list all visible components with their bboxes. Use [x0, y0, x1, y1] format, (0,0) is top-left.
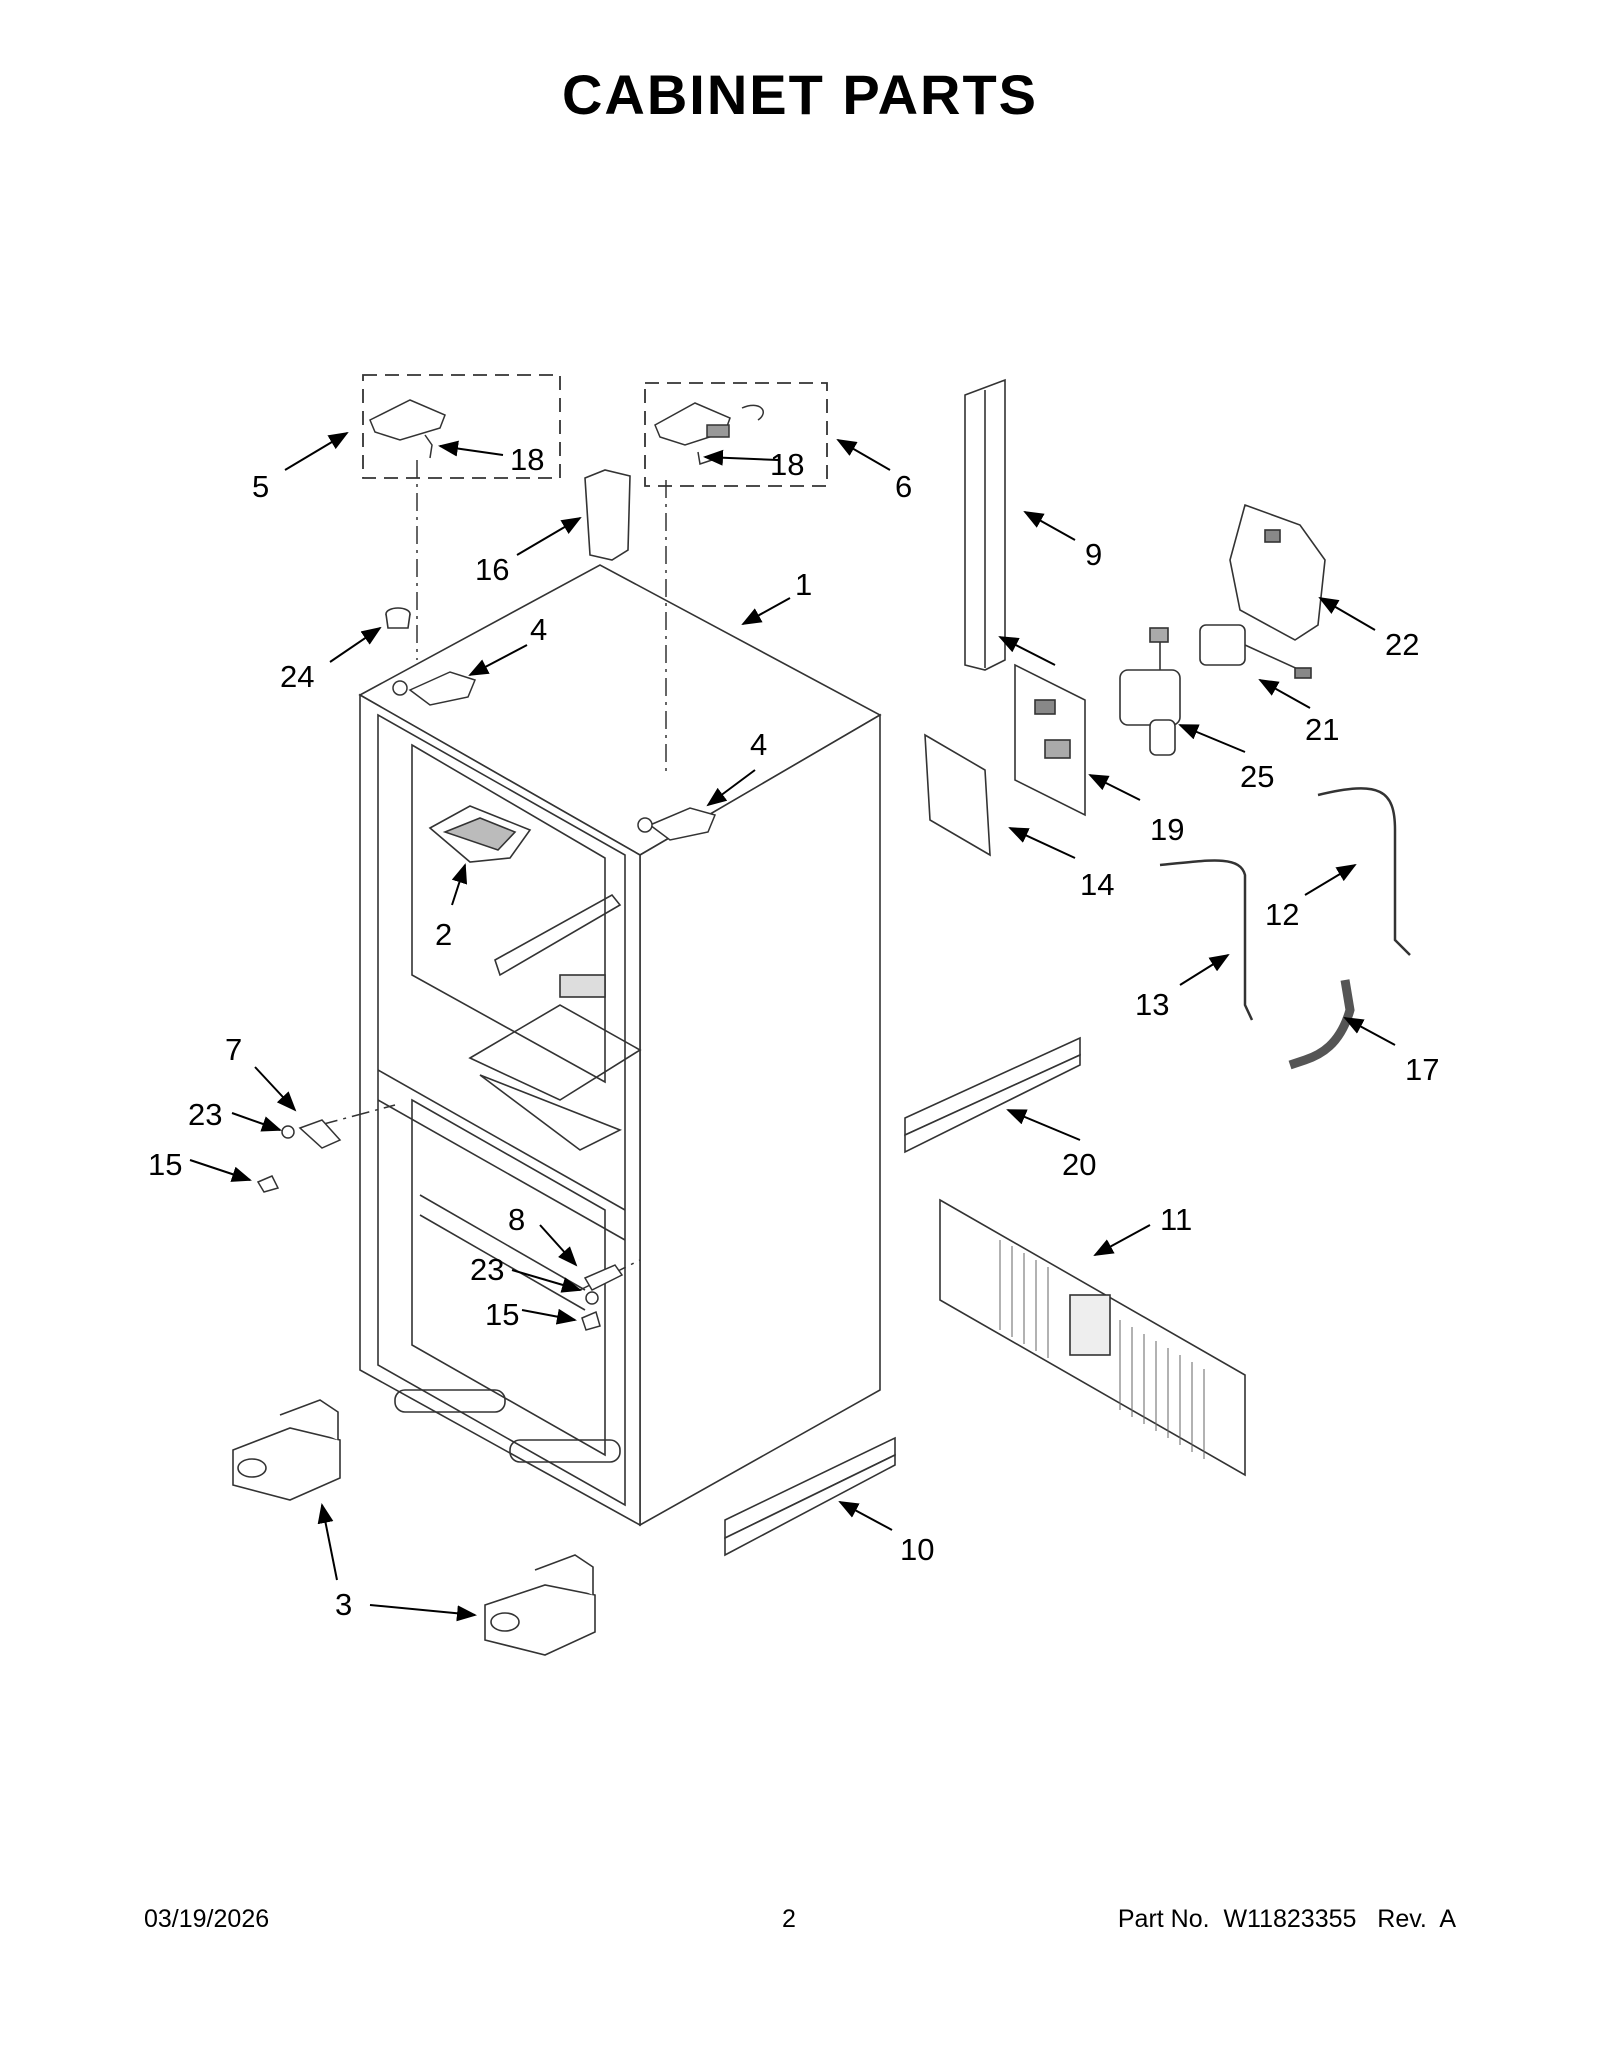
- callout-15a: 15: [148, 1147, 182, 1182]
- top-hinge-center: [637, 807, 717, 841]
- callout-2: 2: [435, 917, 452, 952]
- middle-hinge-left: [256, 1119, 342, 1193]
- water-valve-lower: [1119, 627, 1181, 756]
- trim-strip-upper: [904, 1036, 1081, 1154]
- rear-access-panel: [939, 1198, 1246, 1477]
- middle-hinge-center: [581, 1264, 624, 1331]
- plug: [385, 607, 411, 629]
- callout-15b: 15: [485, 1297, 519, 1332]
- callout-13: 13: [1135, 987, 1169, 1022]
- callout-9: 9: [1085, 537, 1102, 572]
- leveling-leg-lower: [484, 1554, 596, 1656]
- water-tubes: [1159, 787, 1411, 1070]
- callout-18a: 18: [510, 442, 544, 477]
- water-valve-upper: [1199, 624, 1312, 679]
- top-hinge-left: [392, 671, 477, 706]
- callout-1: 1: [795, 567, 812, 602]
- callout-3: 3: [335, 1587, 352, 1622]
- callout-22: 22: [1385, 627, 1419, 662]
- callout-arrows: [189, 431, 1396, 1622]
- callout-4b: 4: [750, 727, 767, 762]
- callout-labels: 1 2 3 4 4 5 6 7 8 9 10 11 12 13 14 15 15…: [148, 442, 1439, 1622]
- callout-24: 24: [280, 659, 314, 694]
- trim-strip-vertical: [964, 378, 1006, 671]
- callout-23b: 23: [470, 1252, 504, 1287]
- access-cover: [924, 733, 991, 857]
- hinge-kit-right: [654, 402, 764, 465]
- callout-5: 5: [252, 469, 269, 504]
- callout-16: 16: [475, 552, 509, 587]
- callout-7: 7: [225, 1032, 242, 1067]
- leveling-leg-upper: [232, 1399, 341, 1501]
- callout-20: 20: [1062, 1147, 1096, 1182]
- footer-date: 03/19/2026: [144, 1905, 270, 1933]
- hinge-kit-box-left: [362, 374, 561, 479]
- callout-10: 10: [900, 1532, 934, 1567]
- footer-page-number: 2: [782, 1905, 796, 1933]
- callout-23a: 23: [188, 1097, 222, 1132]
- callout-4a: 4: [530, 612, 547, 647]
- mounting-bracket: [1229, 503, 1326, 641]
- callout-11: 11: [1160, 1202, 1192, 1237]
- callout-19: 19: [1150, 812, 1184, 847]
- callout-14: 14: [1080, 867, 1114, 902]
- control-board: [1014, 663, 1086, 817]
- callout-17: 17: [1405, 1052, 1439, 1087]
- page-title: CABINET PARTS: [561, 63, 1039, 126]
- callout-25: 25: [1240, 759, 1274, 794]
- cabinet: [358, 564, 882, 1527]
- callout-18b: 18: [770, 447, 804, 482]
- footer-part-number: Part No. W11823355 Rev. A: [1117, 1905, 1456, 1933]
- hinge-kit-left: [369, 399, 446, 459]
- callout-8: 8: [508, 1202, 525, 1237]
- hinge-kit-box-right: [644, 382, 828, 487]
- callout-6: 6: [895, 469, 912, 504]
- callout-12: 12: [1265, 897, 1299, 932]
- hinge-cover: [584, 469, 631, 561]
- callout-21: 21: [1305, 712, 1339, 747]
- dispenser-housing: [428, 805, 532, 863]
- trim-strip-lower: [724, 1436, 896, 1557]
